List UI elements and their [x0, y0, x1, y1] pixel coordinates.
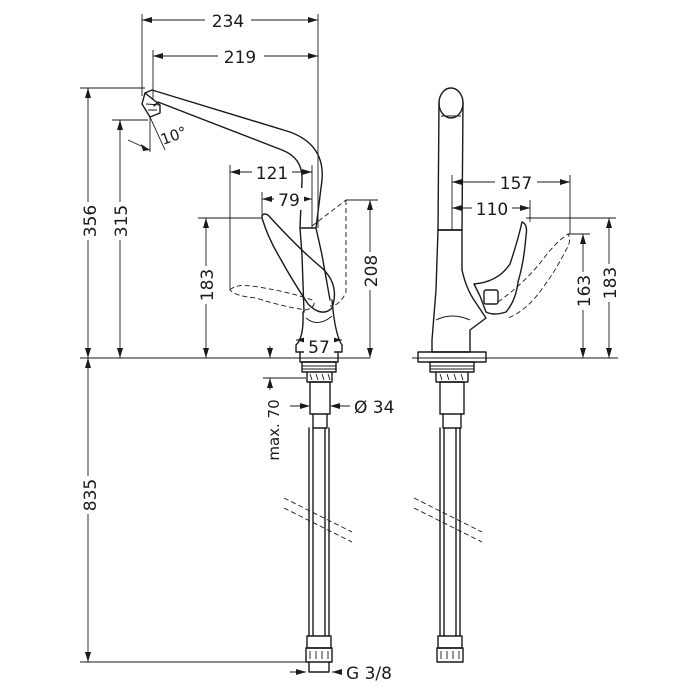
dim-handle-reach: 79 — [261, 188, 312, 218]
dim-shank-diameter: Ø 34 — [290, 398, 394, 418]
faucet-body — [295, 227, 343, 353]
dim-connection-thread: G 3/8 — [290, 664, 392, 684]
dim-side-lever-reach-open: 157 — [451, 171, 571, 234]
dim-outlet-height: 315 — [108, 119, 148, 358]
label-hose-length: 835 — [81, 479, 101, 511]
label-side-lever-reach-open: 157 — [500, 174, 532, 194]
label-connection-thread: G 3/8 — [346, 664, 392, 684]
dim-side-lever-reach: 110 — [452, 197, 531, 222]
label-side-lever-height-open: 183 — [601, 267, 621, 299]
label-max-deck-thickness: max. 70 — [265, 399, 283, 460]
side-mounting-assembly — [412, 351, 618, 429]
front-view: 234 219 10° 356 — [76, 8, 394, 684]
label-handle-reach-open: 121 — [256, 164, 288, 184]
label-total-height: 356 — [81, 205, 101, 237]
label-handle-reach: 79 — [278, 191, 300, 211]
dim-side-lever-height: 163 — [568, 233, 595, 358]
lever-open — [229, 199, 347, 311]
dim-total-height: 356 — [76, 87, 145, 358]
label-shank-diameter: Ø 34 — [354, 398, 394, 418]
mounting-assembly — [299, 351, 339, 429]
dim-lever-height: 183 — [194, 217, 262, 358]
dim-hose-length: 835 — [76, 358, 306, 663]
label-handle-top-height: 208 — [362, 255, 382, 287]
dim-spout-angle: 10° — [127, 116, 189, 152]
side-lever-closed — [473, 221, 528, 315]
label-spout-reach: 234 — [212, 12, 244, 32]
side-lever-open — [497, 233, 571, 319]
dim-max-deck-thickness: max. 70 — [263, 346, 306, 461]
label-outlet-height: 315 — [112, 205, 132, 237]
label-lever-height: 183 — [198, 269, 218, 301]
spout — [141, 89, 323, 229]
label-base-diameter: 57 — [308, 338, 330, 358]
label-aerator-reach: 219 — [224, 48, 256, 68]
dim-handle-top-height: 208 — [346, 199, 382, 358]
side-supply-hoses — [413, 427, 483, 663]
label-side-lever-reach: 110 — [476, 200, 508, 220]
dim-base-diameter: 57 — [296, 336, 342, 358]
label-spout-angle: 10° — [158, 123, 189, 149]
dim-handle-reach-open: 121 — [229, 161, 313, 290]
label-side-lever-height: 163 — [575, 275, 595, 307]
dim-aerator-reach: 219 — [152, 44, 318, 100]
side-view: 157 110 163 183 — [412, 87, 621, 663]
lever-closed — [261, 213, 336, 313]
dim-spout-reach: 234 — [141, 8, 319, 228]
side-spout — [437, 87, 464, 231]
supply-hoses — [283, 427, 353, 673]
dim-side-lever-height-open: 183 — [526, 217, 621, 358]
